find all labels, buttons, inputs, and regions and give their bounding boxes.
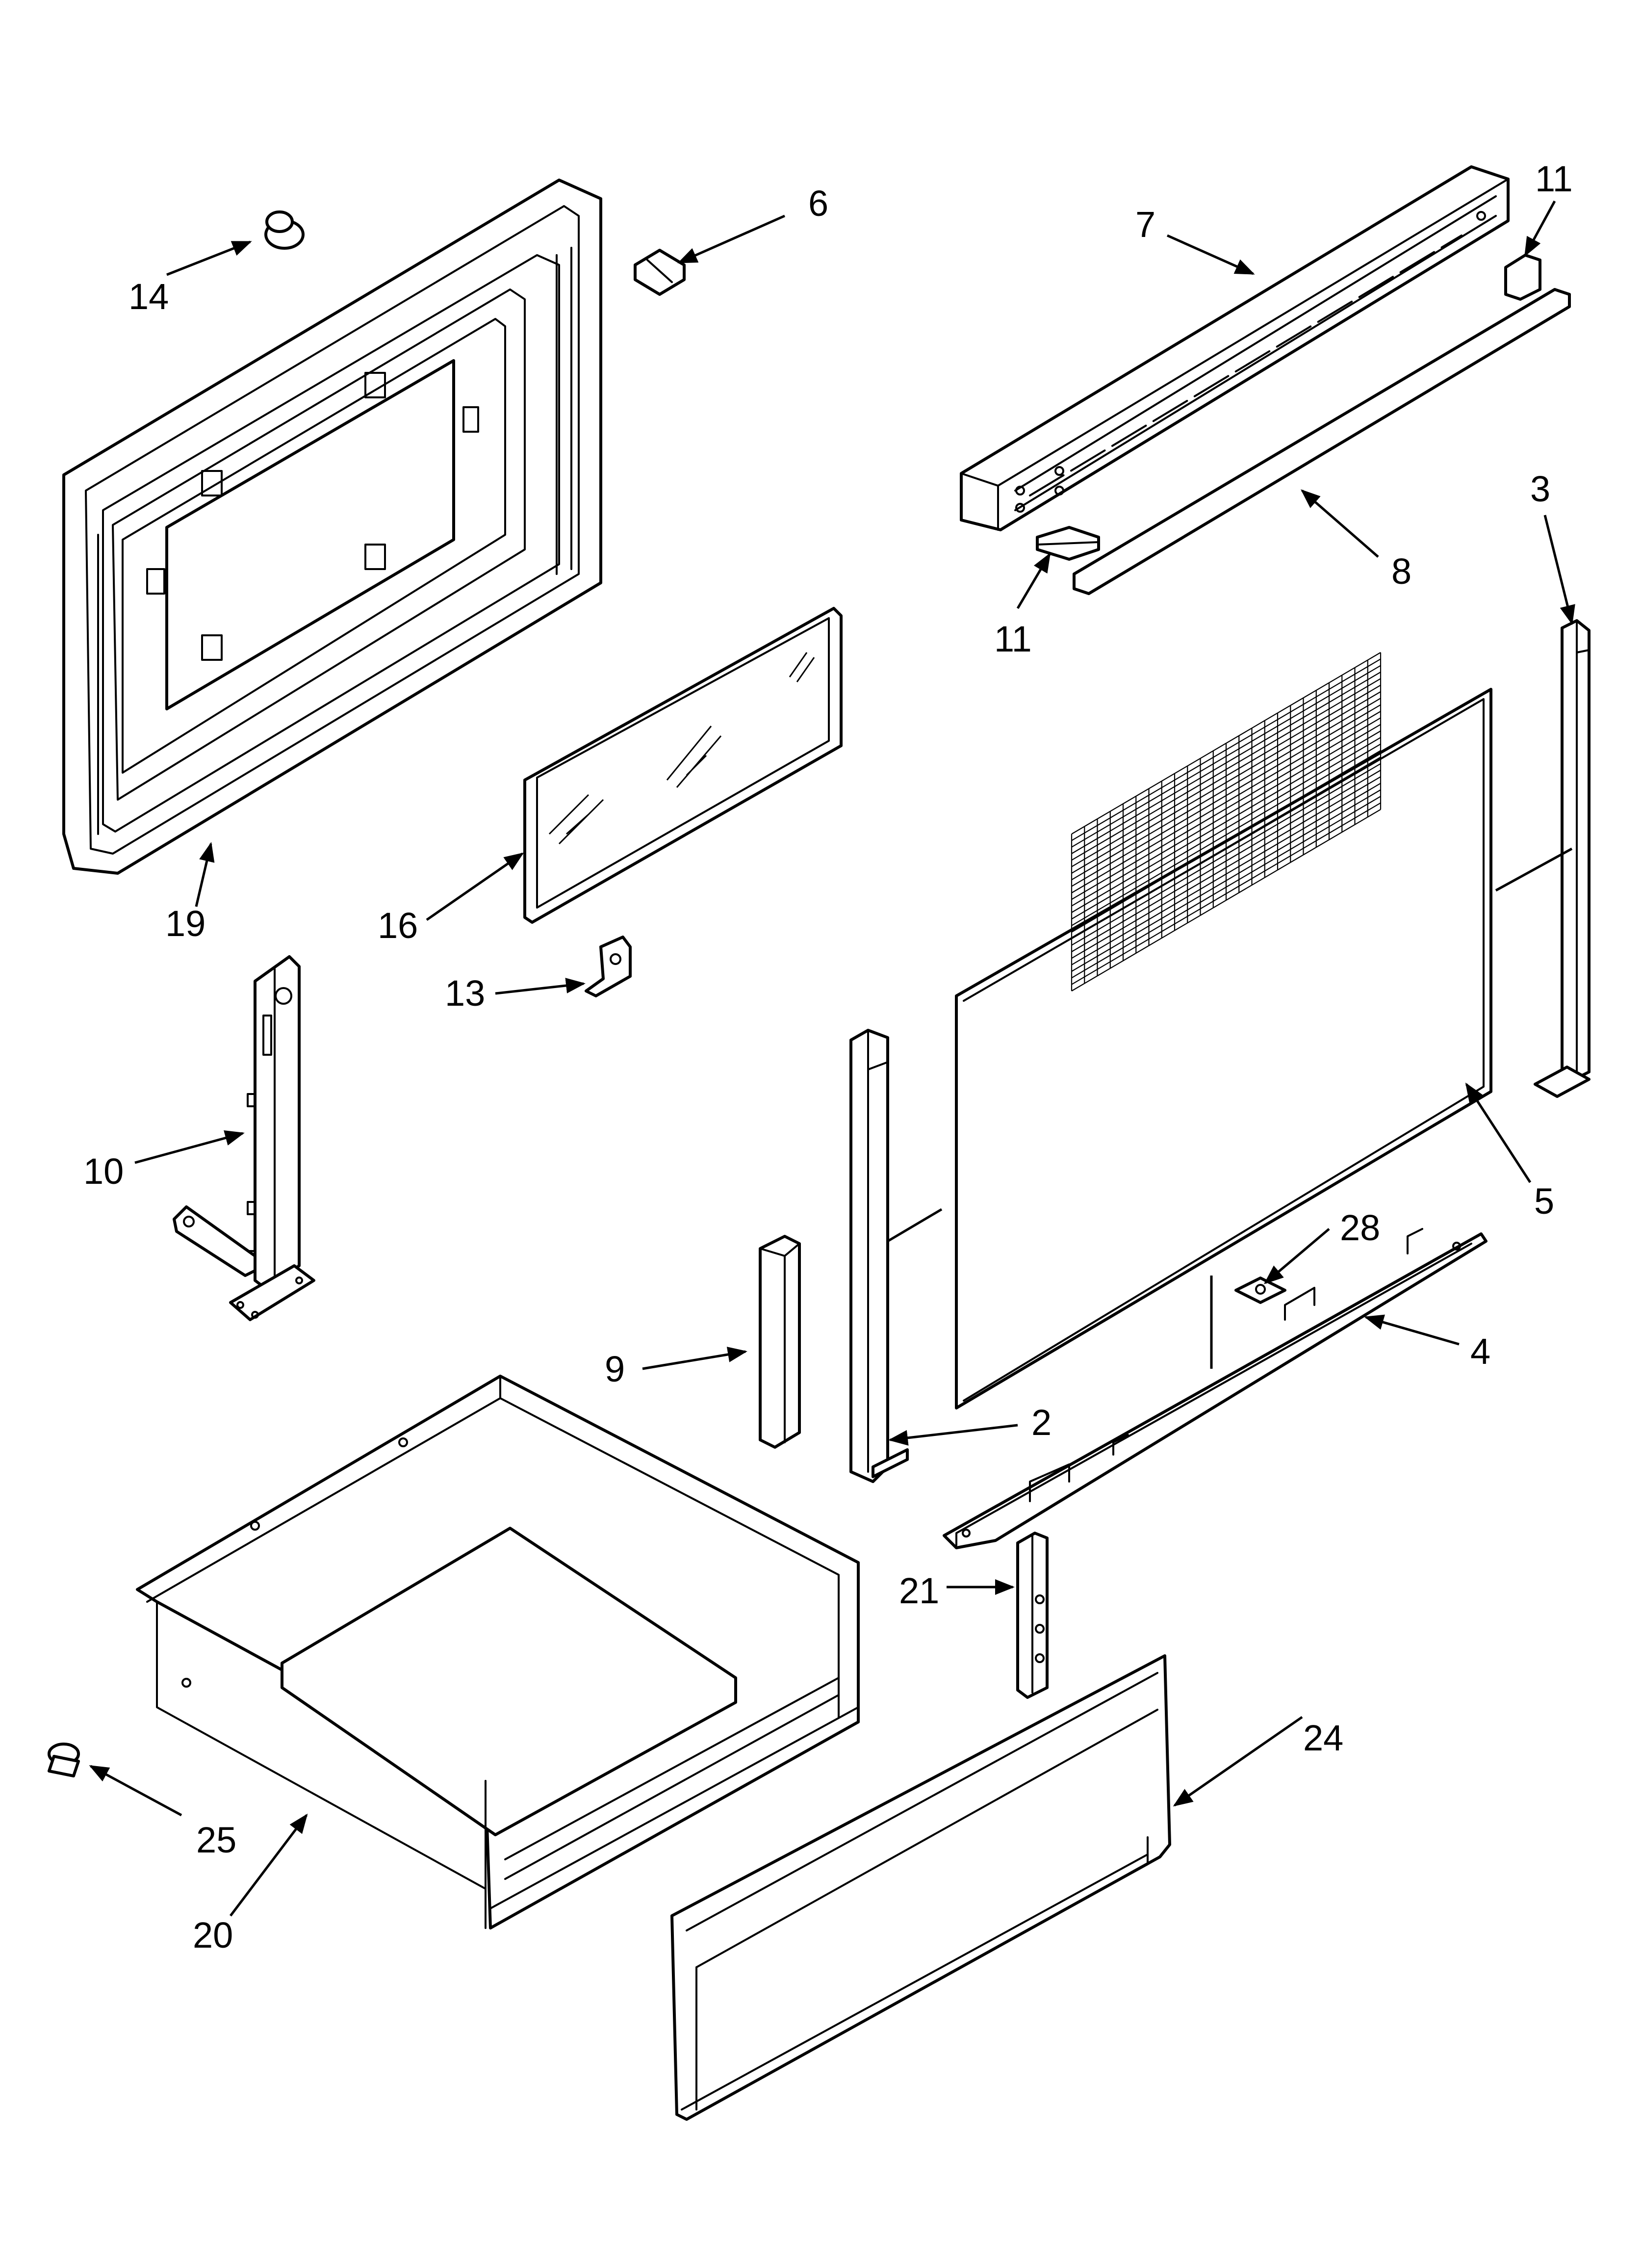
leader-5 bbox=[1465, 1082, 1532, 1183]
callout-14: 14 bbox=[128, 276, 169, 317]
callout-9: 9 bbox=[605, 1349, 625, 1389]
part-11-end-cap-upper bbox=[1504, 254, 1541, 301]
leader-9 bbox=[642, 1347, 747, 1370]
part-28-clip bbox=[1234, 1277, 1286, 1304]
part-3-side-trim bbox=[1495, 619, 1591, 1098]
callout-11-lower: 11 bbox=[994, 619, 1032, 659]
part-11-end-cap-lower bbox=[1036, 526, 1100, 561]
callout-13: 13 bbox=[445, 973, 485, 1014]
leader-7 bbox=[1166, 234, 1255, 275]
leader-11-lower bbox=[1016, 552, 1051, 609]
part-14-bumper bbox=[264, 210, 305, 250]
part-19-door-inner-panel bbox=[62, 179, 602, 875]
callout-25: 25 bbox=[196, 1820, 236, 1860]
leader-28 bbox=[1263, 1228, 1330, 1284]
leader-14 bbox=[166, 240, 252, 276]
callout-5: 5 bbox=[1534, 1181, 1554, 1222]
leader-13 bbox=[495, 978, 586, 995]
part-5-mesh-window bbox=[1071, 652, 1382, 991]
callout-labels: 2 3 4 5 6 7 8 9 10 11 11 13 14 16 19 20 … bbox=[83, 158, 1573, 1955]
part-4-rail bbox=[943, 1228, 1488, 1549]
part-13-bracket bbox=[585, 936, 632, 997]
part-16-glass-panel bbox=[523, 607, 843, 924]
callout-28: 28 bbox=[1340, 1207, 1380, 1248]
callout-4: 4 bbox=[1470, 1331, 1490, 1372]
callout-7: 7 bbox=[1135, 204, 1155, 245]
leader-3 bbox=[1543, 515, 1575, 625]
leader-16 bbox=[426, 852, 524, 921]
leader-6 bbox=[677, 214, 786, 264]
leader-24 bbox=[1173, 1716, 1303, 1807]
leader-20 bbox=[230, 1813, 308, 1917]
part-2-side-trim bbox=[849, 1029, 943, 1483]
callout-16: 16 bbox=[378, 905, 418, 946]
callout-8: 8 bbox=[1391, 551, 1411, 592]
callout-21: 21 bbox=[899, 1570, 939, 1611]
part-21-bracket bbox=[1016, 1532, 1049, 1699]
part-20-storage-drawer bbox=[136, 1375, 860, 1929]
callout-11-upper: 11 bbox=[1535, 158, 1573, 199]
leader-8 bbox=[1300, 489, 1379, 558]
part-9-filler-strip bbox=[759, 1235, 801, 1449]
leader-4 bbox=[1364, 1314, 1460, 1346]
leader-25 bbox=[89, 1765, 182, 1817]
callout-6: 6 bbox=[808, 183, 828, 224]
leader-11-upper bbox=[1524, 200, 1556, 257]
part-6-clip bbox=[634, 249, 686, 296]
callout-3: 3 bbox=[1530, 469, 1550, 509]
part-25-screw bbox=[48, 1743, 80, 1777]
callout-leaders bbox=[89, 200, 1575, 1917]
part-7-vent-trim bbox=[960, 165, 1510, 531]
leader-10 bbox=[134, 1130, 245, 1164]
part-10-side-support bbox=[173, 955, 315, 1321]
callout-19: 19 bbox=[165, 903, 205, 944]
callout-24: 24 bbox=[1303, 1718, 1343, 1758]
leader-19 bbox=[195, 842, 215, 907]
part-8-trim-strip bbox=[1073, 288, 1571, 595]
callout-20: 20 bbox=[193, 1915, 233, 1955]
callout-10: 10 bbox=[83, 1151, 124, 1192]
callout-2: 2 bbox=[1031, 1402, 1052, 1443]
part-24-drawer-front-panel bbox=[670, 1654, 1171, 2121]
leader-2 bbox=[888, 1424, 1018, 1446]
